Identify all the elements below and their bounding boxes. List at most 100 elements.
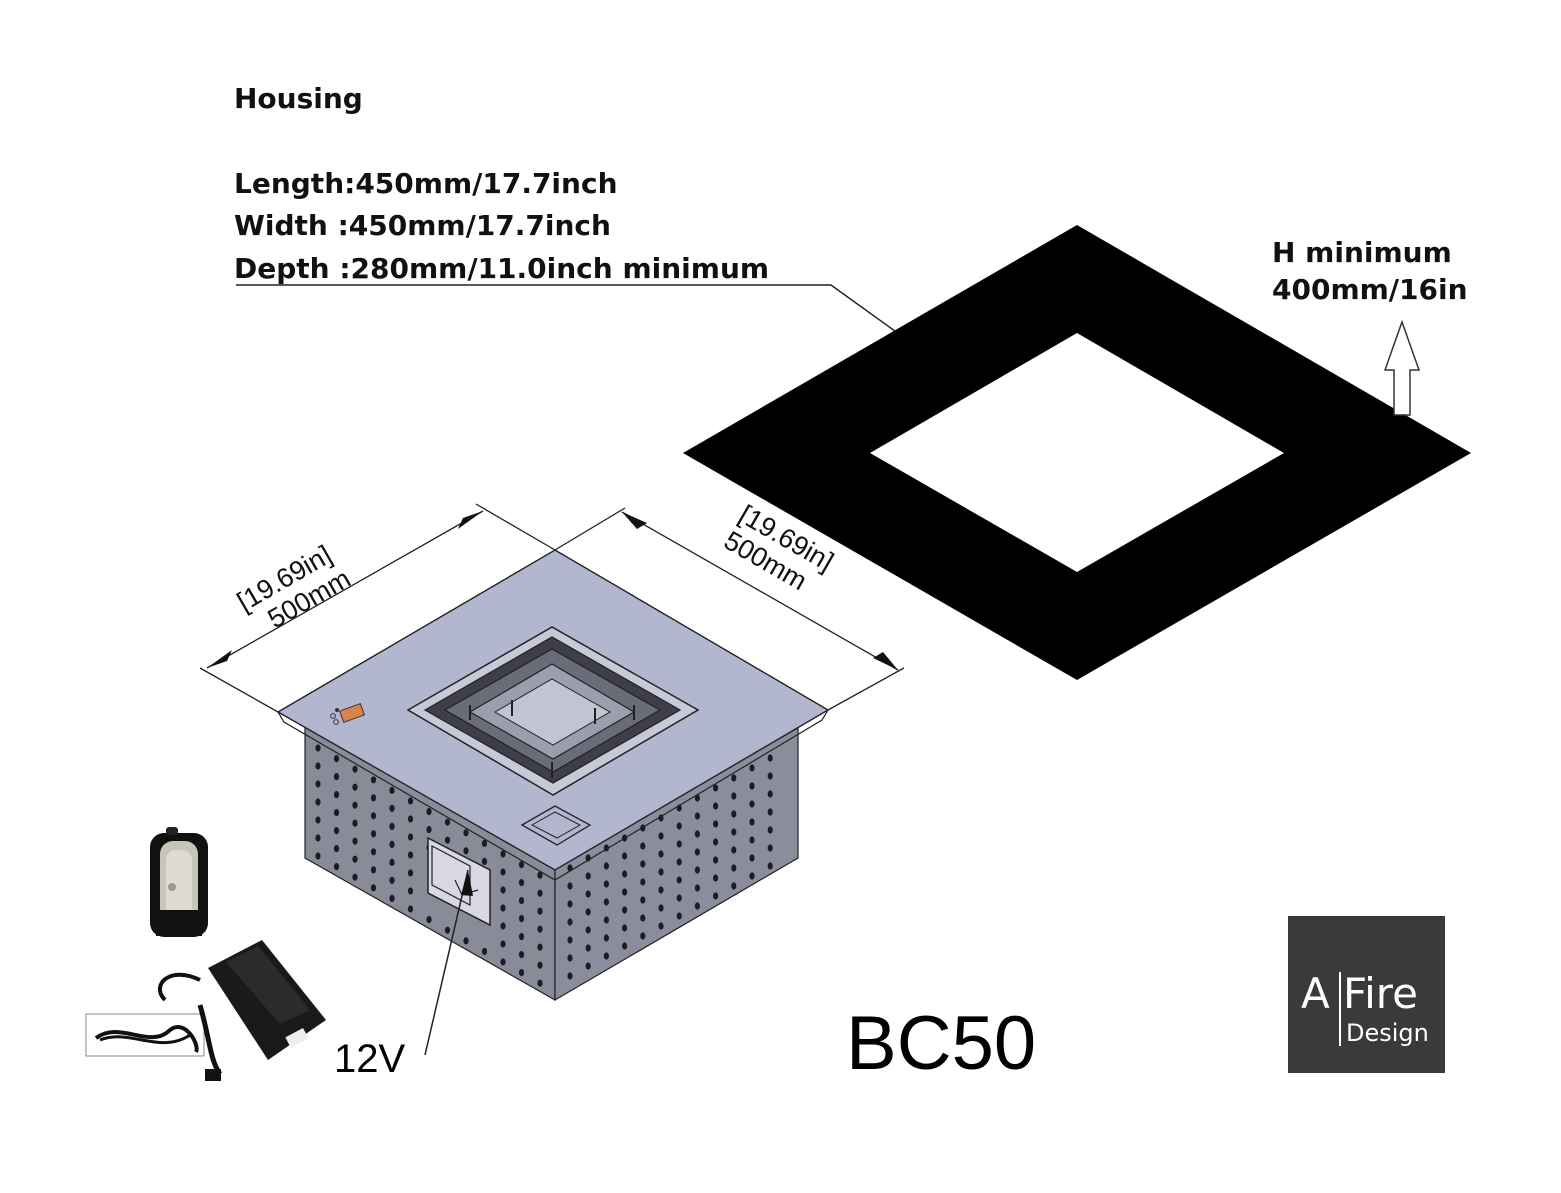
vent-hole [603,952,610,960]
vent-hole [500,886,506,894]
vent-hole [731,792,737,800]
vent-hole [694,902,701,910]
vent-hole [694,812,701,820]
vent-hole [567,882,573,890]
vent-hole [537,979,543,987]
vent-hole [622,870,628,878]
afire-logo: A Fire Design [1288,916,1445,1073]
vent-hole [749,782,755,790]
vent-hole [518,951,525,959]
specs-heading: Housing [234,82,363,115]
vent-hole [749,818,755,826]
control-indicator [330,702,366,725]
vent-hole [731,774,737,782]
vent-hole [585,962,591,970]
vent-hole [407,869,414,877]
vent-hole [658,922,664,930]
logo-part-design: Design [1346,1019,1429,1047]
vent-hole [352,801,358,809]
vent-hole [333,845,340,853]
vent-hole [407,851,414,859]
vent-hole [333,773,340,781]
vent-hole [518,861,525,869]
model-label: BC50 [846,1001,1036,1086]
access-hatch [520,805,592,846]
vent-hole [537,943,543,951]
vent-hole [426,916,432,924]
vent-hole [518,879,525,887]
vent-hole [444,836,451,844]
vent-hole [407,815,414,823]
vent-hole [713,784,719,792]
vent-hole [567,918,573,926]
vent-hole [767,754,773,762]
vent-hole [676,876,682,884]
vent-hole [370,848,377,856]
vent-hole [713,856,719,864]
vent-hole [767,826,773,834]
vent-hole [407,797,414,805]
vent-hole [567,954,573,962]
vent-hole [352,783,358,791]
vent-hole [603,862,610,870]
vent-hole [315,744,321,752]
vent-hole [537,871,543,879]
vent-hole [676,894,682,902]
vent-hole [603,916,610,924]
vent-hole [640,878,646,886]
vent-hole [407,833,414,841]
vent-hole [352,765,358,773]
vent-hole [640,842,646,850]
vent-hole [389,840,395,849]
vent-hole [518,897,525,905]
vent-hole [731,846,737,854]
vent-hole [658,832,664,840]
vent-hole [622,942,628,950]
voltage-label: 12V [334,1037,405,1081]
vent-hole [481,947,488,956]
vent-hole [518,933,525,941]
vent-hole [500,958,506,966]
vent-hole [749,764,755,772]
dimension-arrowheads [207,511,898,670]
vent-hole [585,944,591,952]
vent-hole [676,840,682,848]
vent-hole [352,873,358,881]
vent-hole [426,808,432,816]
vent-hole [694,794,701,802]
vent-hole [370,866,377,874]
vent-hole [352,819,358,827]
spec-depth: Depth :280mm/11.0inch minimum [234,252,769,285]
vent-hole [585,926,591,934]
vent-hole [749,836,755,844]
vent-hole [731,828,737,836]
vent-hole [500,850,506,858]
vent-hole [676,858,682,866]
vent-hole [622,852,628,860]
remote-control-icon [150,827,208,937]
vent-hole [500,940,506,948]
vent-hole [658,850,664,858]
vent-hole [389,786,395,795]
vent-hole [713,838,719,846]
vent-hole [333,827,340,835]
vent-hole [333,791,340,799]
vent-hole [315,762,321,770]
vent-hole [640,860,646,868]
vent-hole [713,892,719,900]
vent-hole [463,829,469,837]
vent-hole [749,872,755,880]
vent-hole [731,864,737,872]
vent-hole [481,857,488,866]
vent-holes-right [567,754,773,980]
logo-part-a: A [1301,969,1330,1018]
vent-hole [463,847,469,855]
burner-unit [276,549,830,1002]
vent-hole [389,858,395,867]
vent-hole [463,937,469,945]
vent-hole [694,848,701,856]
vent-hole [767,772,773,780]
power-adapter-icon [85,940,326,1081]
vent-hole [694,830,701,838]
vent-hole [603,898,610,906]
